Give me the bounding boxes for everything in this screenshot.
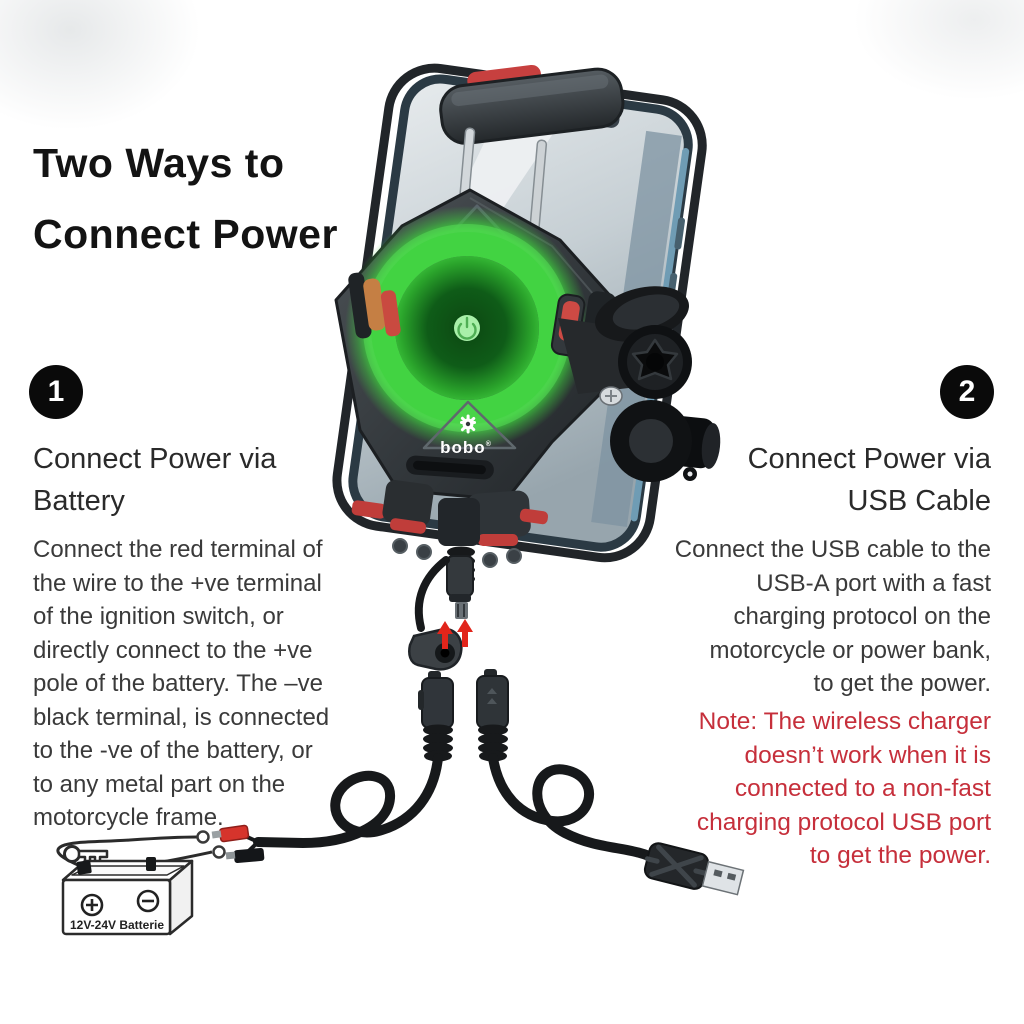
usb-metal-shield — [701, 860, 745, 896]
usb-cable-wire — [488, 753, 662, 865]
foot-red-accent — [519, 508, 549, 525]
key-icon — [63, 845, 109, 864]
positive-post — [146, 857, 156, 871]
ring-terminal — [212, 845, 226, 859]
top-clamp — [439, 64, 625, 145]
gear-icon — [460, 414, 476, 434]
minus-terminal-icon — [136, 889, 160, 913]
foot-red-accent — [351, 500, 387, 519]
charger-cable-assembly — [408, 546, 475, 671]
connector-arrow-marks — [487, 688, 497, 704]
bottom-feet — [351, 480, 549, 568]
battery-diagram: 12V-24V Batterie — [56, 830, 226, 936]
foot-red-accent — [389, 518, 427, 534]
plug-x-grip — [644, 844, 709, 888]
phone-button — [674, 217, 686, 250]
plug-direction-arrows-icon — [437, 619, 473, 649]
left-claw — [348, 272, 372, 339]
battery-cable-wire — [253, 753, 443, 849]
negative-wire — [56, 835, 198, 870]
black-terminal — [233, 847, 265, 864]
brand-logo-text: bobo® — [440, 438, 492, 457]
step-badge-1: 1 — [29, 365, 83, 419]
left-grip-arm — [348, 272, 401, 339]
usb-a-plug — [643, 842, 745, 896]
plus-terminal-icon — [80, 893, 104, 917]
foot-red-accent — [478, 534, 518, 546]
step-badge-2: 2 — [940, 365, 994, 419]
top-clamp-highlight — [451, 74, 609, 107]
sae-connector-male — [446, 555, 474, 597]
sae-metal-contact — [455, 602, 468, 619]
battery-cable — [211, 671, 454, 864]
left-red-pad — [380, 290, 401, 337]
charging-led-ring — [345, 206, 589, 450]
usb-cable — [476, 669, 745, 896]
battery-label: 12V-24V Batterie — [70, 918, 164, 932]
power-icon — [457, 316, 477, 340]
negative-post-clamp — [76, 860, 92, 875]
left-orange-pad — [363, 278, 386, 331]
short-cable — [414, 556, 450, 632]
battery-cable-connector — [421, 677, 454, 729]
brand-plate: bobo® — [406, 400, 517, 480]
handlebar-mount — [558, 286, 721, 482]
ring-terminal — [196, 830, 210, 844]
